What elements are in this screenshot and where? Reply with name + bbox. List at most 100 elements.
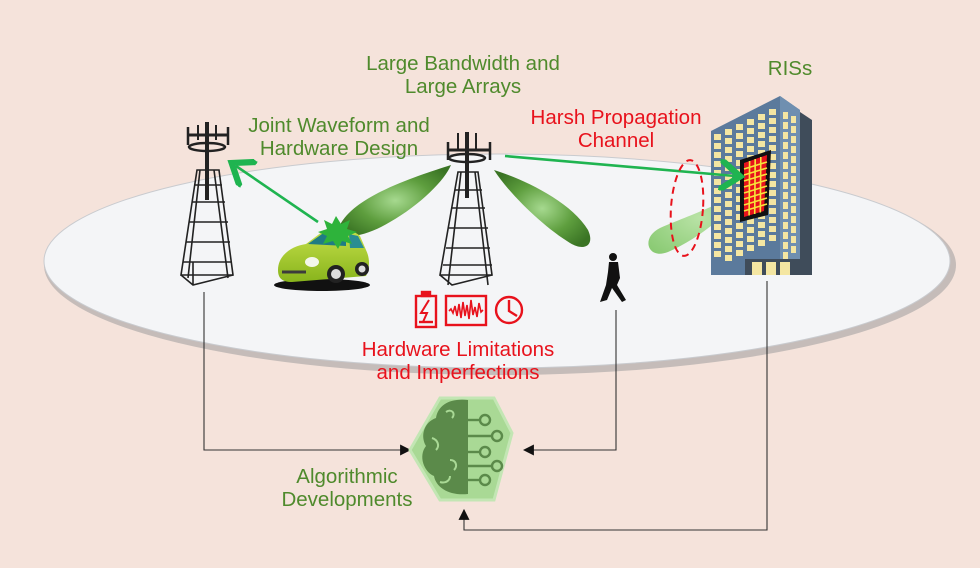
window — [758, 150, 765, 156]
window — [783, 142, 788, 149]
window — [783, 152, 788, 159]
window — [758, 240, 765, 246]
window — [791, 156, 796, 163]
window — [736, 124, 743, 130]
window — [725, 156, 732, 162]
window — [747, 137, 754, 143]
ris-grid-line — [759, 156, 762, 213]
window — [714, 170, 721, 176]
window — [783, 242, 788, 249]
window — [714, 143, 721, 149]
ris-grid-line — [743, 161, 768, 170]
window — [791, 126, 796, 133]
window — [714, 233, 721, 239]
ground-plane — [43, 153, 951, 369]
ris-panel — [740, 150, 771, 222]
window — [736, 232, 743, 238]
window — [769, 217, 776, 223]
window — [758, 132, 765, 138]
window — [736, 133, 743, 139]
window — [736, 151, 743, 157]
ai-brain-icon — [408, 396, 514, 502]
window — [791, 206, 796, 213]
window — [783, 212, 788, 219]
window — [783, 222, 788, 229]
label-joint-waveform: Joint Waveform and Hardware Design — [228, 114, 450, 160]
window — [758, 114, 765, 120]
window — [736, 241, 743, 247]
window — [791, 166, 796, 173]
window — [791, 136, 796, 143]
label-large-bandwidth-line1: Large Bandwidth and — [366, 52, 560, 75]
window — [783, 172, 788, 179]
battery-icon — [414, 290, 438, 329]
window — [747, 119, 754, 125]
ris-grid-line — [743, 197, 768, 206]
window — [783, 192, 788, 199]
window — [747, 128, 754, 134]
ris-grid-line — [743, 179, 768, 188]
connector-tower-to-brain — [203, 292, 412, 456]
window — [769, 118, 776, 124]
window — [725, 219, 732, 225]
window — [714, 242, 721, 248]
window — [783, 122, 788, 129]
window — [791, 246, 796, 253]
ris-grid-line — [748, 160, 751, 216]
window — [769, 199, 776, 205]
connector-pedestrian-to-brain — [522, 310, 617, 456]
window — [714, 251, 721, 257]
label-hardware-limitations-line1: Hardware Limitations — [361, 338, 555, 361]
window — [758, 141, 765, 147]
ris-grid-line — [743, 203, 768, 212]
window — [747, 227, 754, 233]
window — [783, 182, 788, 189]
window — [791, 236, 796, 243]
window — [769, 181, 776, 187]
window — [783, 202, 788, 209]
harsh-channel-marker — [669, 159, 705, 257]
ris-grid-line — [743, 191, 768, 200]
window — [725, 246, 732, 252]
window — [725, 210, 732, 216]
window — [714, 179, 721, 185]
window — [791, 116, 796, 123]
window — [747, 236, 754, 242]
window — [725, 138, 732, 144]
window — [736, 250, 743, 256]
window — [714, 152, 721, 158]
window — [791, 146, 796, 153]
label-joint-waveform-line2: Hardware Design — [259, 137, 419, 160]
label-joint-waveform-line1: Joint Waveform and — [248, 114, 430, 137]
window — [783, 252, 788, 259]
window — [714, 224, 721, 230]
window — [714, 206, 721, 212]
beam-toward-car — [339, 165, 451, 236]
window — [758, 123, 765, 129]
window — [769, 136, 776, 142]
window — [791, 176, 796, 183]
window — [783, 112, 788, 119]
window — [736, 142, 743, 148]
window — [725, 237, 732, 243]
noise-signal-icon — [444, 294, 488, 327]
window — [747, 245, 754, 251]
window — [769, 154, 776, 160]
window — [747, 146, 754, 152]
ris-grid-line — [743, 185, 768, 194]
window — [725, 147, 732, 153]
window — [783, 232, 788, 239]
window — [747, 218, 754, 224]
label-algorithmic-line2: Developments — [281, 488, 413, 511]
clock-icon — [494, 295, 524, 325]
window — [769, 235, 776, 241]
window — [783, 132, 788, 139]
window — [769, 172, 776, 178]
window — [791, 186, 796, 193]
label-algorithmic-line1: Algorithmic — [296, 465, 398, 488]
label-hardware-limitations-line2: and Imperfections — [376, 361, 540, 384]
window — [769, 109, 776, 115]
label-harsh-propagation-line1: Harsh Propagation — [530, 106, 702, 129]
label-harsh-propagation-line2: Channel — [577, 129, 655, 152]
label-large-bandwidth-line2: Large Arrays — [404, 75, 522, 98]
